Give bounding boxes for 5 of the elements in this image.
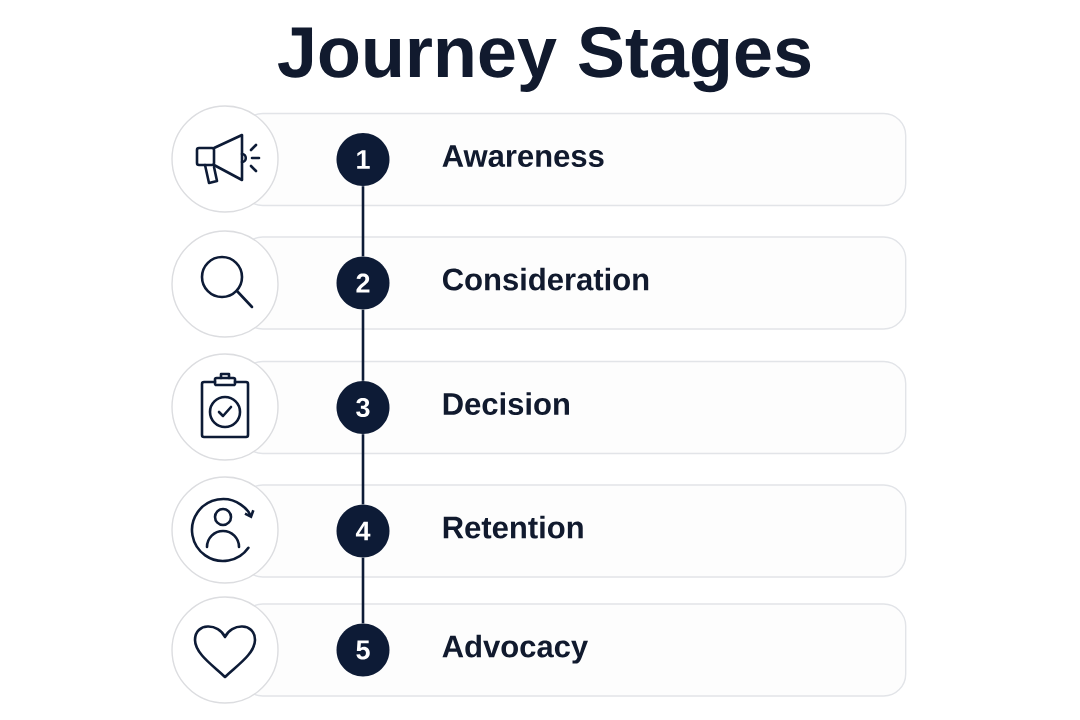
- connector-line: [361, 434, 365, 505]
- connector-line: [361, 309, 365, 381]
- connector-line: [361, 557, 365, 624]
- title: Journey Stages: [278, 26, 811, 93]
- connector-line: [361, 186, 365, 257]
